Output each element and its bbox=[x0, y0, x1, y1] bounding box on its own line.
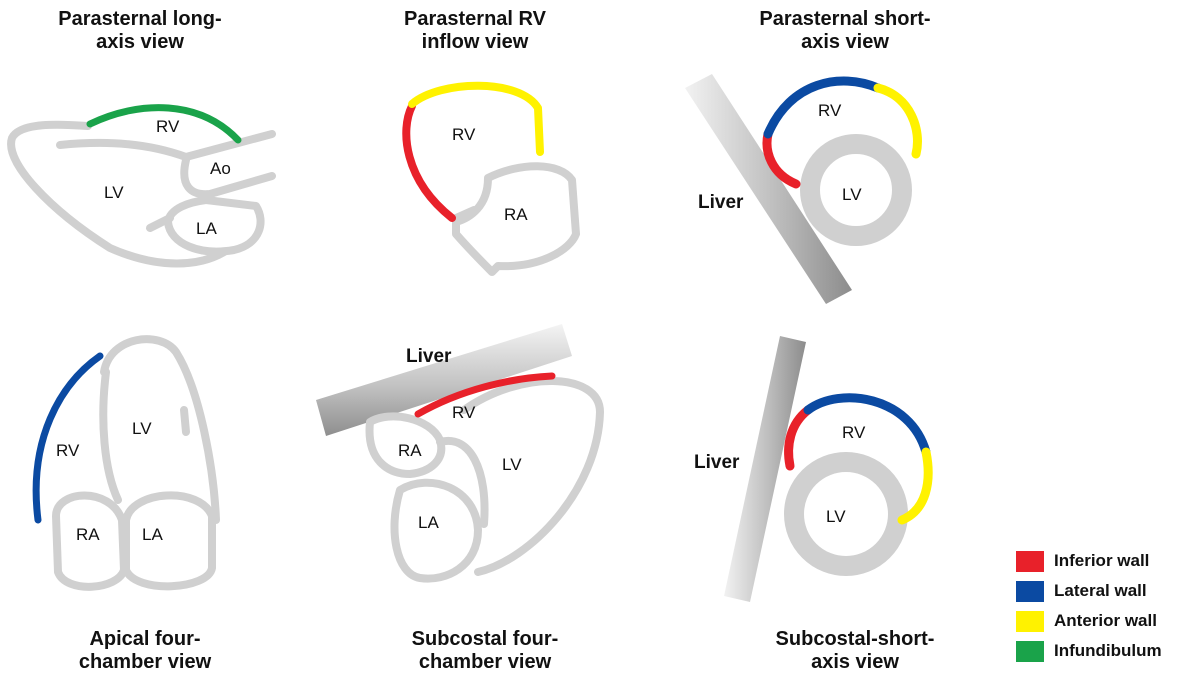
panel-parasternal-long-axis bbox=[7, 104, 276, 268]
sc4c-inferior-wall bbox=[414, 372, 556, 418]
rvinflow-label-rv: RV bbox=[452, 125, 476, 144]
scsax-anterior-wall bbox=[897, 447, 933, 525]
plax-label-lv: LV bbox=[104, 183, 124, 202]
rvinflow-tricuspid bbox=[452, 206, 478, 222]
panel-parasternal-short-axis bbox=[762, 76, 922, 246]
a4c-leaflet bbox=[180, 406, 190, 436]
scsax-label-liver: Liver bbox=[694, 452, 740, 473]
a4c-label-rv: RV bbox=[56, 441, 80, 460]
psax-label-lv: LV bbox=[842, 185, 862, 204]
title-subcostal-short-axis: Subcostal-short- axis view bbox=[775, 628, 935, 673]
legend-item-anterior-wall: Anterior wall bbox=[1016, 606, 1162, 636]
title-parasternal-rv-inflow: Parasternal RV inflow view bbox=[404, 8, 546, 53]
sc4c-label-liver: Liver bbox=[406, 346, 452, 367]
scsax-label-lv: LV bbox=[826, 507, 846, 526]
title-apical-four-chamber: Apical four- chamber view bbox=[78, 628, 212, 673]
a4c-lateral-wall bbox=[32, 352, 104, 524]
psax-anterior-wall bbox=[873, 83, 922, 159]
sc4c-liver bbox=[316, 324, 572, 436]
sc4c-label-lv: LV bbox=[502, 455, 522, 474]
a4c-lv-outline bbox=[100, 335, 220, 524]
a4c-label-ra: RA bbox=[76, 525, 100, 544]
legend-label: Inferior wall bbox=[1054, 551, 1150, 570]
plax-label-rv: RV bbox=[156, 117, 180, 136]
legend-swatch-lateral bbox=[1016, 580, 1044, 602]
sc4c-lv-outline bbox=[460, 377, 604, 576]
a4c-septum bbox=[99, 368, 122, 504]
rvinflow-label-ra: RA bbox=[504, 205, 528, 224]
sc4c-label-rv: RV bbox=[452, 403, 476, 422]
legend-swatch-infundibulum bbox=[1016, 640, 1044, 662]
plax-mitral-leaflet bbox=[146, 214, 174, 232]
legend-item-lateral-wall: Lateral wall bbox=[1016, 576, 1162, 606]
plax-la-outline bbox=[164, 196, 265, 256]
a4c-la-outline bbox=[122, 491, 216, 591]
plax-infundibulum-wall bbox=[86, 104, 242, 144]
legend-item-infundibulum: Infundibulum bbox=[1016, 636, 1162, 666]
a4c-label-lv: LV bbox=[132, 419, 152, 438]
sc4c-label-ra: RA bbox=[398, 441, 422, 460]
psax-lateral-wall bbox=[763, 76, 883, 139]
scsax-label-rv: RV bbox=[842, 423, 866, 442]
title-subcostal-four-chamber: Subcostal four- chamber view bbox=[411, 628, 559, 673]
legend-swatch-anterior bbox=[1016, 610, 1044, 632]
panel-apical-four-chamber bbox=[32, 335, 220, 591]
sc4c-septum bbox=[436, 436, 489, 528]
legend-swatch-inferior bbox=[1016, 550, 1044, 572]
legend-label: Infundibulum bbox=[1054, 641, 1162, 660]
psax-lv-ring bbox=[800, 134, 912, 246]
scsax-lateral-wall bbox=[803, 393, 931, 457]
plax-heart-outline bbox=[7, 120, 228, 268]
legend: Inferior wall Lateral wall Anterior wall… bbox=[1016, 546, 1162, 666]
panel-parasternal-rv-inflow bbox=[402, 81, 580, 276]
psax-label-liver: Liver bbox=[698, 192, 744, 213]
title-parasternal-long-axis: Parasternal long- axis view bbox=[58, 8, 222, 53]
psax-label-rv: RV bbox=[818, 101, 842, 120]
plax-label-la: LA bbox=[196, 219, 217, 238]
scsax-inferior-wall bbox=[784, 405, 813, 471]
panel-subcostal-four-chamber bbox=[365, 372, 604, 583]
plax-label-ao: Ao bbox=[210, 159, 231, 178]
psax-liver bbox=[685, 74, 852, 304]
scsax-liver bbox=[724, 336, 806, 602]
panel-subcostal-short-axis bbox=[784, 393, 933, 576]
sc4c-la-outline bbox=[390, 478, 482, 583]
psax-inferior-wall bbox=[762, 129, 801, 189]
sc4c-ra-outline bbox=[365, 412, 446, 478]
a4c-label-la: LA bbox=[142, 525, 163, 544]
scsax-lv-ring bbox=[784, 452, 908, 576]
sc4c-label-la: LA bbox=[418, 513, 439, 532]
rvinflow-anterior-wall bbox=[408, 81, 544, 156]
legend-label: Lateral wall bbox=[1054, 581, 1147, 600]
legend-item-inferior-wall: Inferior wall bbox=[1016, 546, 1162, 576]
plax-septum bbox=[56, 130, 276, 161]
title-parasternal-short-axis: Parasternal short- axis view bbox=[759, 8, 931, 53]
rvinflow-inferior-wall bbox=[402, 102, 456, 222]
plax-aortic-root bbox=[180, 156, 276, 199]
legend-label: Anterior wall bbox=[1054, 611, 1157, 630]
